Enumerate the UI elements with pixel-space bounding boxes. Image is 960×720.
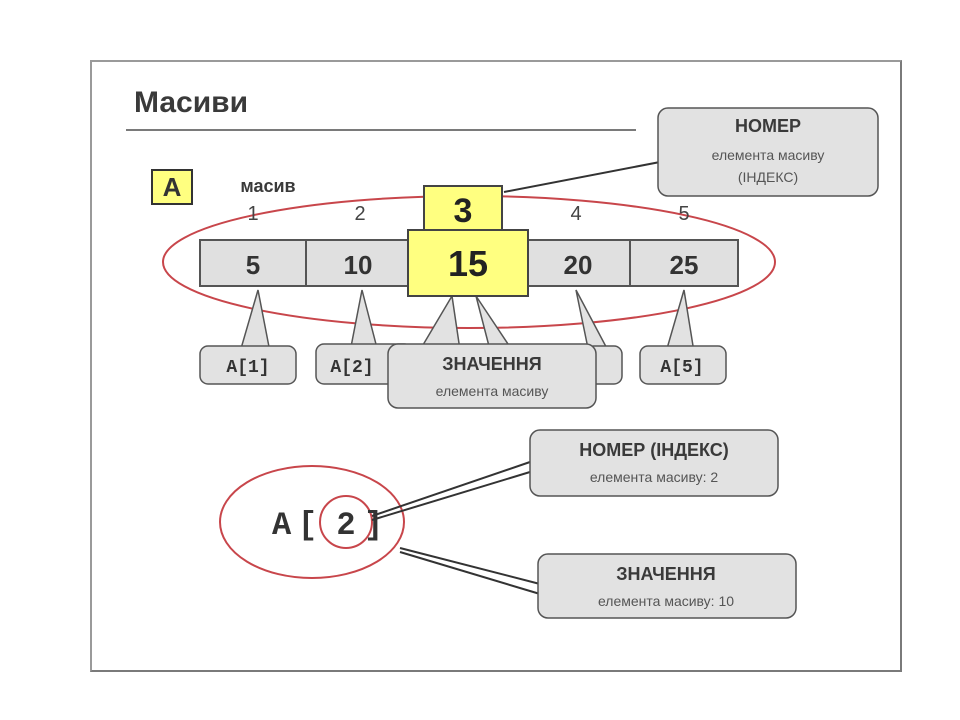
example-close-bracket: ] bbox=[364, 507, 383, 544]
callout-value-bottom-line2: елемента масиву: 10 bbox=[598, 593, 734, 609]
ref-a2: A[2] bbox=[330, 358, 373, 378]
array-cell-1 bbox=[199, 239, 307, 287]
callout-index-top bbox=[657, 107, 879, 197]
index-label-4: 4 bbox=[570, 203, 581, 225]
pointer-a2 bbox=[349, 289, 379, 353]
index-label-5: 5 bbox=[678, 203, 689, 225]
pointer-value-2 bbox=[475, 295, 514, 351]
ref-a1: A[1] bbox=[226, 358, 269, 378]
value-3: 15 bbox=[448, 243, 488, 284]
callout-index-bottom bbox=[529, 429, 779, 497]
array-name-box bbox=[151, 169, 193, 205]
callout-value-bottom bbox=[537, 553, 797, 619]
array-cell-5 bbox=[629, 239, 739, 287]
pointer-a1 bbox=[239, 289, 271, 353]
example-ellipse bbox=[219, 465, 405, 579]
ref-box-a5 bbox=[639, 345, 727, 385]
array-name: A bbox=[163, 172, 182, 202]
pointer-a5 bbox=[665, 289, 695, 353]
callout-index-bottom-line-2 bbox=[371, 471, 531, 521]
array-cell-2 bbox=[305, 239, 411, 287]
index-label-3: 3 bbox=[454, 192, 473, 230]
callout-index-top-title: НОМЕР bbox=[735, 116, 801, 136]
index-circle bbox=[319, 495, 373, 549]
pointer-value bbox=[418, 293, 461, 351]
index-label-1: 1 bbox=[247, 203, 258, 225]
array-cell-4 bbox=[525, 239, 631, 287]
page-title: Масиви bbox=[134, 86, 248, 119]
array-cells bbox=[199, 185, 739, 297]
ref-box-a1 bbox=[199, 345, 297, 385]
array-caption: масив bbox=[240, 176, 295, 196]
callout-index-line bbox=[503, 161, 661, 193]
callout-value-bottom-line-2 bbox=[399, 551, 541, 595]
callout-value-mid-line2: елемента масиву bbox=[436, 383, 549, 399]
callout-index-bottom-line-1 bbox=[371, 461, 531, 517]
callout-value-bottom-title: ЗНАЧЕННЯ bbox=[616, 564, 716, 584]
value-5: 25 bbox=[670, 250, 699, 280]
callout-index-bottom-title: НОМЕР (ІНДЕКС) bbox=[579, 440, 729, 460]
ref-a5: A[5] bbox=[660, 358, 703, 378]
array-cell-3 bbox=[407, 229, 529, 297]
example-index: 2 bbox=[336, 507, 355, 544]
callout-value-bottom-line-1 bbox=[399, 547, 541, 585]
callout-value-mid-title: ЗНАЧЕННЯ bbox=[442, 354, 542, 374]
callout-value-mid bbox=[387, 343, 597, 409]
callout-index-top-line2: елемента масиву bbox=[712, 147, 825, 163]
index-label-2: 2 bbox=[354, 203, 365, 225]
value-1: 5 bbox=[246, 250, 260, 280]
value-4: 20 bbox=[564, 250, 593, 280]
example-name: A bbox=[272, 507, 292, 544]
callout-index-bottom-line2: елемента масиву: 2 bbox=[590, 469, 718, 485]
callout-index-top-line3: (ІНДЕКС) bbox=[738, 169, 798, 185]
value-2: 10 bbox=[344, 250, 373, 280]
example-open-bracket: [ bbox=[298, 507, 317, 544]
